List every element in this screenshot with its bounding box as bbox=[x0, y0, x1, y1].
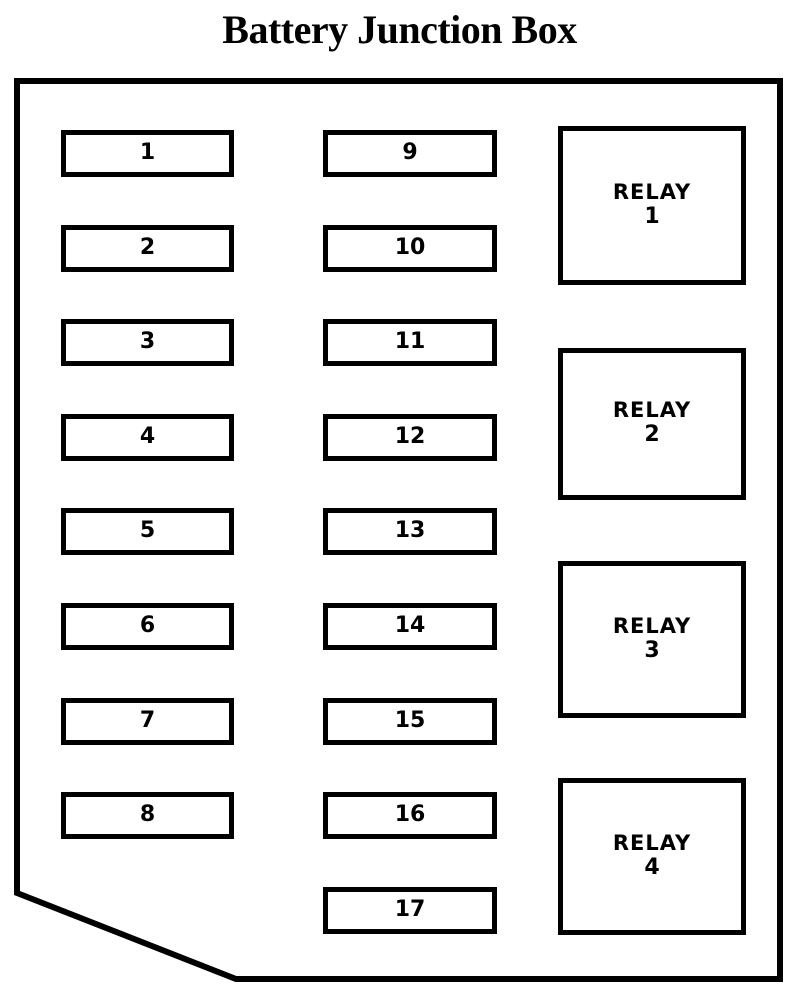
relay-word-label: RELAY bbox=[612, 179, 692, 204]
fuse-slot-5[interactable]: 5 bbox=[61, 508, 234, 555]
fuse-slot-14[interactable]: 14 bbox=[323, 603, 497, 650]
fuse-slot-10[interactable]: 10 bbox=[323, 225, 497, 272]
fuse-number-label: 8 bbox=[139, 801, 156, 827]
relay-word-label: RELAY bbox=[612, 613, 692, 638]
fuse-slot-15[interactable]: 15 bbox=[323, 698, 497, 745]
relay-word-label: RELAY bbox=[612, 398, 692, 423]
fuse-slot-16[interactable]: 16 bbox=[323, 792, 497, 839]
fuse-slot-13[interactable]: 13 bbox=[323, 508, 497, 555]
fuse-number-label: 14 bbox=[394, 612, 426, 638]
fuse-number-label: 2 bbox=[139, 234, 156, 260]
fuse-slot-17[interactable]: 17 bbox=[323, 887, 497, 934]
fuse-slot-9[interactable]: 9 bbox=[323, 130, 497, 177]
fuse-slot-12[interactable]: 12 bbox=[323, 414, 497, 461]
relay-word-label: RELAY bbox=[612, 830, 692, 855]
fuse-number-label: 4 bbox=[139, 423, 156, 449]
fuse-number-label: 3 bbox=[139, 328, 156, 354]
relay-number-label: 1 bbox=[644, 203, 660, 229]
fuse-number-label: 9 bbox=[402, 139, 418, 165]
fuse-number-label: 12 bbox=[394, 423, 426, 449]
fuse-slot-3[interactable]: 3 bbox=[61, 319, 234, 366]
relay-number-label: 3 bbox=[644, 637, 660, 663]
fuse-number-label: 17 bbox=[394, 896, 426, 922]
fuse-number-label: 6 bbox=[139, 612, 156, 638]
fuse-number-label: 13 bbox=[394, 517, 426, 543]
enclosure-polygon bbox=[14, 78, 783, 982]
fuse-slot-11[interactable]: 11 bbox=[323, 319, 497, 366]
fuse-slot-6[interactable]: 6 bbox=[61, 603, 234, 650]
relay-number-label: 2 bbox=[644, 422, 660, 448]
fuse-slot-4[interactable]: 4 bbox=[61, 414, 234, 461]
page-title: Battery Junction Box bbox=[222, 7, 577, 52]
fuse-number-label: 10 bbox=[394, 234, 426, 260]
fuse-slot-8[interactable]: 8 bbox=[61, 792, 234, 839]
fuse-slot-1[interactable]: 1 bbox=[61, 130, 234, 177]
fuse-number-label: 11 bbox=[394, 328, 426, 354]
fuse-number-label: 1 bbox=[139, 139, 156, 165]
relay-number-label: 4 bbox=[644, 854, 660, 880]
fuse-number-label: 16 bbox=[394, 801, 426, 827]
fuse-slot-7[interactable]: 7 bbox=[61, 698, 234, 745]
fuse-number-label: 7 bbox=[139, 707, 156, 733]
fuse-number-label: 5 bbox=[139, 517, 156, 543]
fuse-number-label: 15 bbox=[394, 707, 426, 733]
fuse-slot-2[interactable]: 2 bbox=[61, 225, 234, 272]
